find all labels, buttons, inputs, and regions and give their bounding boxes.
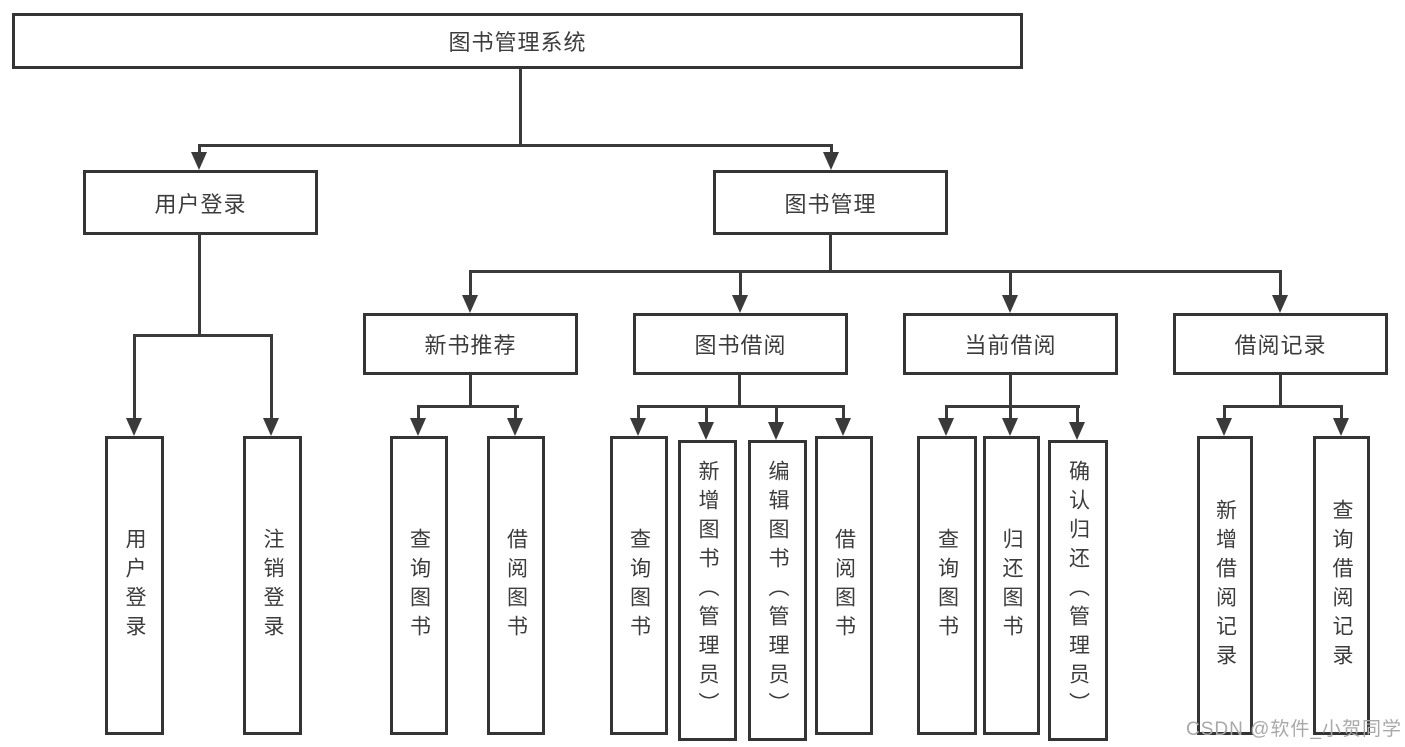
arrow-down-icon <box>630 418 646 436</box>
connector-line <box>1223 405 1226 420</box>
leaf-user-login: 用户登录 <box>105 436 164 735</box>
leaf-edit-books-admin-label: 编辑图书（管理员） <box>766 460 789 721</box>
arrow-down-icon <box>191 152 207 170</box>
connector-line <box>519 68 522 146</box>
connector-line <box>198 144 201 156</box>
connector-line <box>637 405 640 420</box>
arrow-down-icon <box>938 418 954 436</box>
node-borrowing-records: 借阅记录 <box>1173 313 1388 375</box>
arrow-down-icon <box>462 295 478 313</box>
connector-line <box>775 405 778 424</box>
node-current-borrowing-label: 当前借阅 <box>964 333 1057 358</box>
leaf-query-books-recommend: 查询图书 <box>390 436 448 735</box>
connector-line <box>198 144 833 147</box>
leaf-confirm-return-admin: 确认归还（管理员） <box>1048 440 1108 741</box>
leaf-borrow-books-recommend-label: 借阅图书 <box>504 527 528 644</box>
connector-line <box>739 270 742 297</box>
arrow-down-icon <box>1002 418 1018 436</box>
connector-line <box>945 405 1080 408</box>
leaf-user-login-label: 用户登录 <box>123 527 146 644</box>
leaf-query-books-recommend-label: 查询图书 <box>407 527 431 644</box>
node-book-management-label: 图书管理 <box>784 191 877 217</box>
connector-line <box>1009 270 1012 297</box>
connector-line <box>133 334 273 337</box>
arrow-down-icon <box>1216 418 1232 436</box>
connector-line <box>705 405 708 424</box>
node-borrowing-records-label: 借阅记录 <box>1234 333 1327 358</box>
node-book-borrowing: 图书借阅 <box>633 313 848 375</box>
leaf-query-borrow-record: 查询借阅记录 <box>1313 436 1370 735</box>
leaf-add-borrow-record: 新增借阅记录 <box>1197 436 1253 735</box>
leaf-return-books: 归还图书 <box>983 436 1040 735</box>
leaf-borrow-books-borrowing-label: 借阅图书 <box>832 527 856 644</box>
node-user-login: 用户登录 <box>83 170 318 235</box>
connector-line <box>842 405 845 420</box>
leaf-add-borrow-record-label: 新增借阅记录 <box>1213 498 1237 673</box>
arrow-down-icon <box>263 418 279 436</box>
arrow-down-icon <box>835 418 851 436</box>
leaf-borrow-books-recommend: 借阅图书 <box>487 436 545 735</box>
connector-line <box>133 334 136 420</box>
connector-line <box>829 233 832 273</box>
connector-line <box>469 270 472 297</box>
node-book-management: 图书管理 <box>713 170 948 235</box>
connector-line <box>417 405 420 420</box>
arrow-down-icon <box>1333 418 1349 436</box>
connector-line <box>1223 405 1343 408</box>
node-user-login-label: 用户登录 <box>154 191 247 217</box>
leaf-add-books-admin: 新增图书（管理员） <box>678 440 737 741</box>
arrow-down-icon <box>507 418 523 436</box>
leaf-return-books-label: 归还图书 <box>1000 527 1023 644</box>
node-root-label: 图书管理系统 <box>448 30 587 55</box>
leaf-query-books-borrowing-label: 查询图书 <box>627 527 651 644</box>
leaf-logout-login-label: 注销登录 <box>261 527 284 644</box>
node-root: 图书管理系统 <box>12 13 1023 69</box>
connector-line <box>1076 405 1079 424</box>
connector-line <box>1340 405 1343 420</box>
connector-line <box>1279 270 1282 297</box>
connector-line <box>1009 374 1012 407</box>
connector-line <box>738 374 741 407</box>
leaf-confirm-return-admin-label: 确认归还（管理员） <box>1066 460 1090 721</box>
connector-line <box>270 334 273 420</box>
node-current-borrowing: 当前借阅 <box>903 313 1118 375</box>
leaf-query-books-current-label: 查询图书 <box>935 527 959 644</box>
node-new-book-recommendation: 新书推荐 <box>363 313 578 375</box>
leaf-add-books-admin-label: 新增图书（管理员） <box>696 460 719 721</box>
leaf-query-borrow-record-label: 查询借阅记录 <box>1330 498 1353 673</box>
arrow-down-icon <box>1002 295 1018 313</box>
connector-line <box>469 270 1282 273</box>
leaf-borrow-books-borrowing: 借阅图书 <box>815 436 873 735</box>
connector-line <box>945 405 948 420</box>
connector-line <box>1009 405 1012 420</box>
arrow-down-icon <box>410 418 426 436</box>
connector-line <box>1279 374 1282 407</box>
leaf-logout-login: 注销登录 <box>243 436 302 735</box>
arrow-down-icon <box>823 152 839 170</box>
leaf-query-books-current: 查询图书 <box>917 436 977 735</box>
node-book-borrowing-label: 图书借阅 <box>694 333 787 358</box>
connector-line <box>514 405 517 420</box>
arrow-down-icon <box>126 418 142 436</box>
leaf-edit-books-admin: 编辑图书（管理员） <box>748 440 807 741</box>
node-new-book-recommendation-label: 新书推荐 <box>424 333 517 358</box>
leaf-query-books-borrowing: 查询图书 <box>610 436 668 735</box>
connector-line <box>637 405 845 408</box>
arrow-down-icon <box>768 422 784 440</box>
arrow-down-icon <box>1272 295 1288 313</box>
arrow-down-icon <box>698 422 714 440</box>
connector-line <box>830 144 833 156</box>
watermark-text: CSDN @软件_小贺同学 <box>1186 719 1402 740</box>
connector-line <box>198 233 201 337</box>
connector-line <box>417 405 519 408</box>
connector-line <box>469 374 472 407</box>
arrow-down-icon <box>1069 422 1085 440</box>
arrow-down-icon <box>732 295 748 313</box>
